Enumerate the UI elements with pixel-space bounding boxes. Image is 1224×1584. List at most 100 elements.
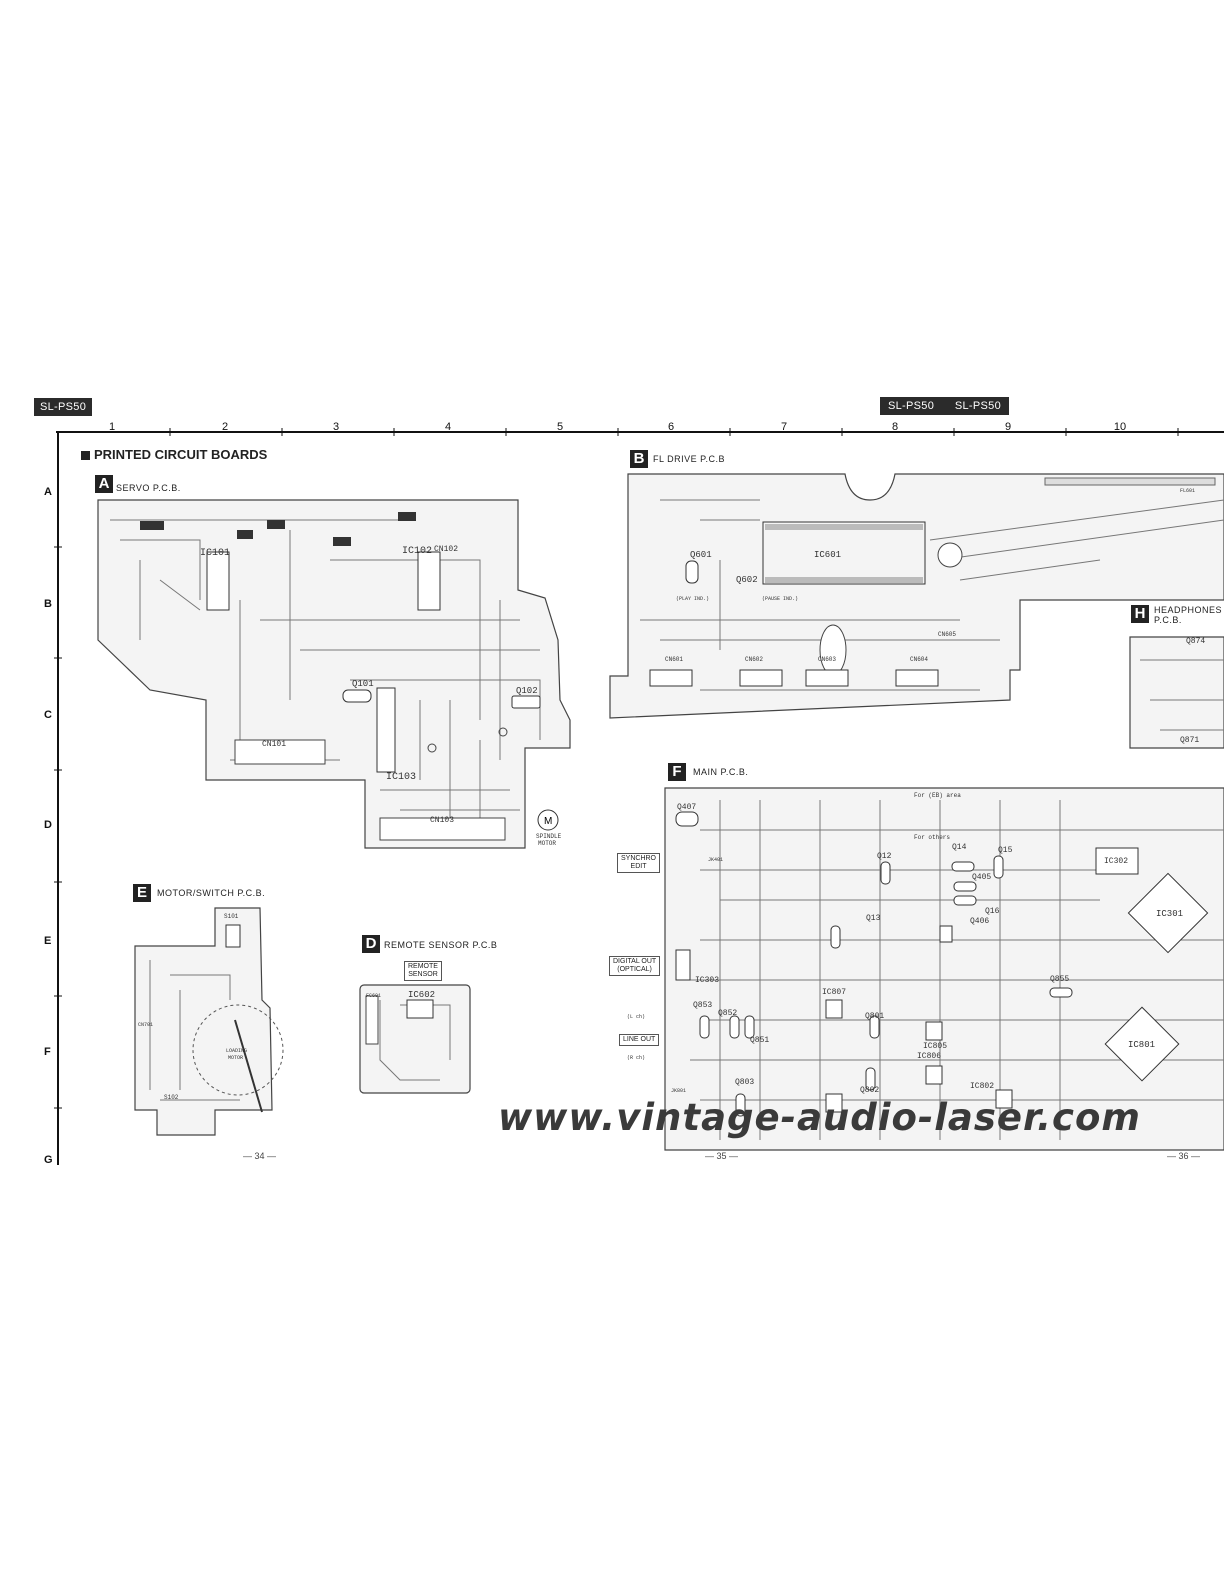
q13-label: Q13: [866, 914, 881, 923]
cn604-label: CN604: [910, 656, 929, 663]
grid-column-7: 7: [780, 421, 788, 433]
play-ind-label: (PLAY IND.): [676, 596, 710, 602]
ic807-label: IC807: [822, 988, 847, 997]
fc601-label: FC601: [366, 993, 382, 999]
board-h-letter: H: [1131, 605, 1149, 623]
sensor-label: SENSOR: [408, 971, 438, 978]
s102-label: S102: [164, 1094, 179, 1101]
grid-column-8: 8: [891, 421, 899, 433]
digital-out-box: DIGITAL OUT (OPTICAL): [609, 956, 661, 976]
cn605-label: CN605: [938, 631, 957, 638]
q855-label: Q855: [1050, 975, 1070, 984]
q601-label: Q601: [690, 550, 712, 560]
model-badge-right-2: SL-PS50: [954, 400, 1001, 412]
board-e-letter: E: [133, 884, 151, 902]
section-title: PRINTED CIRCUIT BOARDS: [81, 447, 267, 462]
grid-column-1: 1: [108, 421, 116, 433]
board-a-letter: A: [95, 475, 113, 493]
q102-label: Q102: [516, 686, 538, 696]
grid-column-10: 10: [1113, 421, 1127, 433]
grid-column-2: 2: [221, 421, 229, 433]
s101-label: S101: [224, 913, 239, 920]
q851-label: Q851: [750, 1036, 770, 1045]
board-a-label: SERVO P.C.B.: [116, 483, 181, 493]
ic102-label: IC102: [402, 546, 433, 557]
ic802-label: IC802: [970, 1082, 995, 1091]
grid-row-e: E: [44, 935, 52, 947]
remote-label: REMOTE: [408, 963, 438, 970]
board-h-label-2: P.C.B.: [1154, 615, 1182, 625]
q14-label: Q14: [952, 843, 967, 852]
watermark: www.vintage-audio-laser.com: [498, 1096, 1141, 1139]
board-h-label: HEADPHONES: [1154, 605, 1223, 615]
grid-row-b: B: [44, 598, 52, 610]
q803-label: Q803: [735, 1078, 755, 1087]
q101-label: Q101: [352, 679, 374, 689]
edit-label: EDIT: [630, 863, 647, 870]
q405-label: Q405: [972, 873, 992, 882]
grid-row-c: C: [44, 709, 52, 721]
q12-label: Q12: [877, 852, 892, 861]
digital-out-label: DIGITAL OUT: [613, 958, 657, 965]
jk801-label: JK801: [671, 1088, 687, 1094]
ic602-label: IC602: [408, 990, 436, 1000]
board-d-letter: D: [362, 935, 380, 953]
q802-label: Q802: [860, 1086, 880, 1095]
cn701-label: CN701: [138, 1022, 154, 1028]
grid-column-4: 4: [444, 421, 452, 433]
cn103-label: CN103: [430, 816, 455, 825]
cn102-label: CN102: [434, 545, 459, 554]
page-number-36: — 36 —: [1167, 1151, 1201, 1161]
page-number-35: — 35 —: [705, 1151, 739, 1161]
ic103-label: IC103: [386, 772, 417, 783]
pause-ind-label: (PAUSE IND.): [762, 596, 799, 602]
grid-row-d: D: [44, 819, 52, 831]
board-b-letter: B: [630, 450, 648, 468]
ic806-label: IC806: [917, 1052, 942, 1061]
jk401-label: JK401: [708, 857, 724, 863]
grid-row-a: A: [44, 486, 52, 498]
for-eb-label: For (EB) area: [914, 792, 961, 799]
q407-label: Q407: [677, 803, 697, 812]
loading-label: LOADING: [226, 1048, 248, 1054]
board-d-label: REMOTE SENSOR P.C.B: [384, 940, 498, 950]
q15-label: Q15: [998, 846, 1013, 855]
board-f-letter: F: [668, 763, 686, 781]
rch-label: (R ch): [627, 1055, 646, 1061]
lch-label: (L ch): [627, 1014, 646, 1020]
board-b-label: FL DRIVE P.C.B: [653, 454, 726, 464]
model-badge-right: SL-PS50 SL-PS50: [880, 397, 1009, 415]
ic601-label: IC601: [814, 550, 842, 560]
ic303-label: IC303: [695, 976, 720, 985]
q406-label: Q406: [970, 917, 990, 926]
cn601-label: CN601: [665, 656, 684, 663]
ic101-label: IC101: [200, 548, 231, 559]
q16-label: Q16: [985, 907, 1000, 916]
grid-row-g: G: [44, 1154, 53, 1166]
grid-column-3: 3: [332, 421, 340, 433]
fl601-label: FL601: [1180, 488, 1196, 494]
model-badge-left: SL-PS50: [34, 398, 93, 416]
line-out-label: LINE OUT: [623, 1036, 656, 1043]
remote-sensor-box: REMOTE SENSOR: [404, 961, 442, 981]
q871-label: Q871: [1180, 736, 1200, 745]
synchro-label: SYNCHRO: [621, 855, 657, 862]
q853-label: Q853: [693, 1001, 713, 1010]
svg-text:M: M: [544, 816, 552, 827]
for-others-label: For others: [914, 834, 951, 841]
board-e-label: MOTOR/SWITCH P.C.B.: [157, 888, 266, 898]
cn602-label: CN602: [745, 656, 764, 663]
spindle-motor-label: MOTOR: [538, 840, 557, 847]
ic805-label: IC805: [923, 1042, 948, 1051]
cn603-label: CN603: [818, 656, 837, 663]
ic301-label: IC301: [1156, 909, 1184, 919]
board-f-label: MAIN P.C.B.: [693, 767, 749, 777]
grid-column-9: 9: [1004, 421, 1012, 433]
q801-label: Q801: [865, 1012, 885, 1021]
page-number-34: — 34 —: [243, 1151, 277, 1161]
synchro-edit-box: SYNCHRO EDIT: [617, 853, 661, 873]
grid-column-6: 6: [667, 421, 675, 433]
grid-row-f: F: [44, 1046, 51, 1058]
q852-label: Q852: [718, 1009, 738, 1018]
